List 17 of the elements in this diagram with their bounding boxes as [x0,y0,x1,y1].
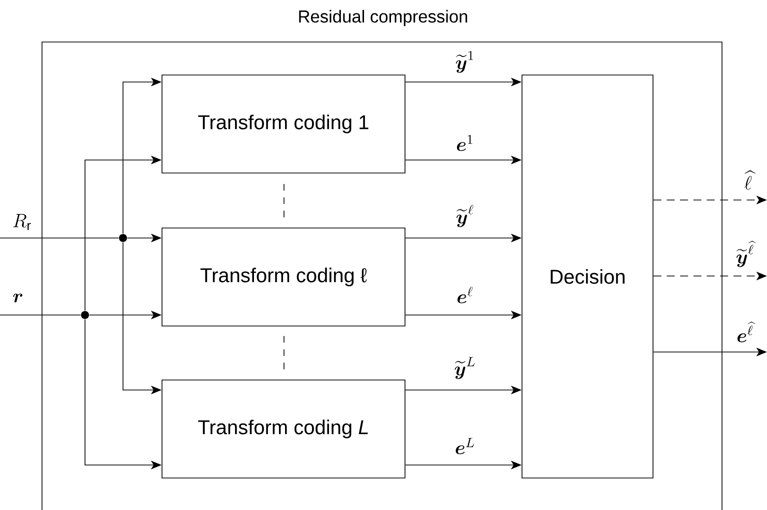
edge-label: $R_{\mathrm{r}}$ [13,214,31,230]
edge-label: $\boldsymbol{e}^{L}$ [456,438,474,454]
edge-label: $\boldsymbol{r}$ [13,294,22,302]
edge-label: $\widetilde{\boldsymbol{y}}^{L}$ [454,357,475,380]
edge-label: $\widetilde{\boldsymbol{y}}^{1}$ [456,51,473,73]
process-box: Transform coding 1 [162,74,406,174]
edge-label: $\widehat{\ell}$ [744,170,756,190]
junction-dot [119,234,127,242]
edge-label: $\widetilde{\boldsymbol{y}}^{\widehat{\ell}}$ [736,240,756,268]
decision-box: Decision [522,74,654,478]
edge-label: $\boldsymbol{e}^{\ell}$ [458,286,473,304]
process-box: Transform coding ℓ [162,228,406,326]
edge-label: $\boldsymbol{e}^{1}$ [456,134,472,151]
process-box: Transform coding L [162,380,406,478]
edge-label: $\boldsymbol{e}^{\widehat{\ell}}$ [738,322,756,342]
edge-label: $\widetilde{\boldsymbol{y}}^{\ell}$ [456,204,474,228]
junction-dot [81,311,89,319]
